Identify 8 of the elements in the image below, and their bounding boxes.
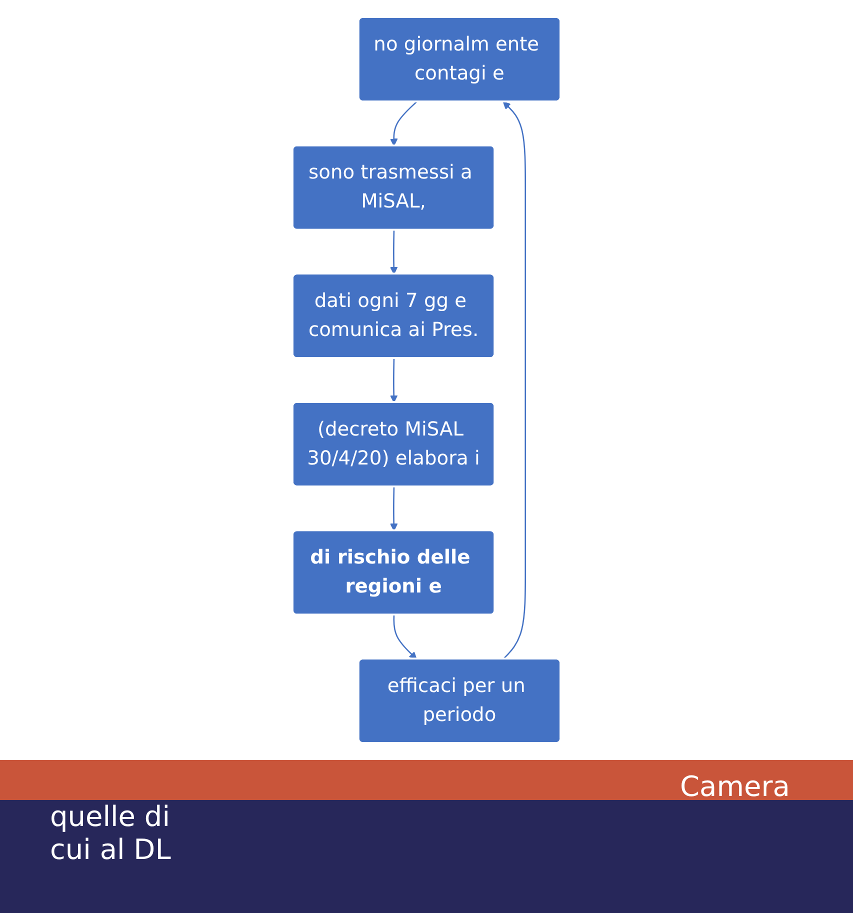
note-text: Camera <box>680 770 790 803</box>
arrow <box>390 101 417 146</box>
arrow <box>502 102 526 660</box>
arrow <box>390 358 398 403</box>
note-text: quelle di cui al DL <box>50 800 172 866</box>
arrow <box>393 615 417 660</box>
arrow <box>390 486 398 532</box>
arrow <box>390 230 398 274</box>
